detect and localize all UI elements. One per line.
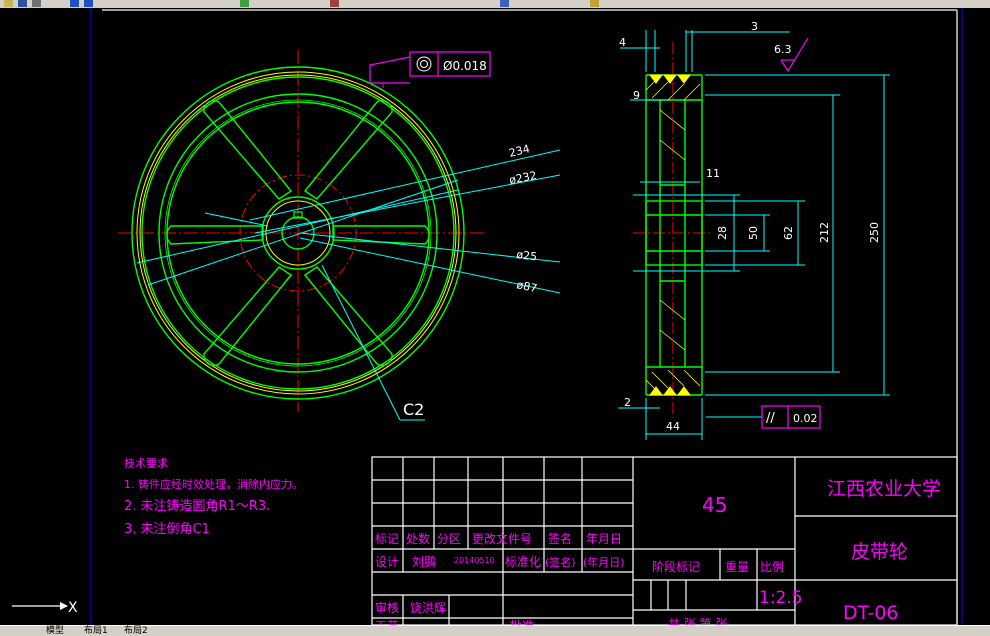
dim-2: 2 xyxy=(624,396,631,409)
tech-item-3: 3. 未注倒角C1 xyxy=(124,522,210,537)
dim-44: 44 xyxy=(666,420,680,433)
tb-header-count: 处数 xyxy=(406,531,430,546)
dim-11: 11 xyxy=(706,167,720,180)
print-icon[interactable] xyxy=(32,0,41,7)
tb-sheets: 共 张 第 张 xyxy=(668,617,727,625)
properties-icon[interactable] xyxy=(500,0,509,7)
parallelism-callout: // 0.02 xyxy=(761,405,821,429)
front-view: Ø0.018 234 ø232 ø25 ø87 C2 xyxy=(118,50,561,421)
tb-header-docno: 更改文件号 xyxy=(472,531,532,546)
side-view: 6.3 // 0.02 3 4 9 11 2 44 28 50 62 212 2… xyxy=(618,20,890,440)
concentricity-callout: Ø0.018 xyxy=(369,51,491,88)
layer-icon[interactable] xyxy=(590,0,599,7)
zoom-icon[interactable] xyxy=(330,0,339,7)
tb-header-date: 年月日 xyxy=(586,532,622,546)
dim-62: 62 xyxy=(782,226,795,240)
roughness-symbol: 6.3 xyxy=(774,37,809,73)
tb-header-mark: 标记 xyxy=(375,532,399,546)
open-icon[interactable] xyxy=(4,0,13,7)
chamfer-label: C2 xyxy=(403,400,424,419)
parallel-symbol: // xyxy=(766,411,775,426)
tab-layout1[interactable]: 布局1 xyxy=(84,626,108,636)
dim-25: ø25 xyxy=(516,248,538,263)
vertical-scrollbar[interactable] xyxy=(978,8,990,625)
layout-tabs: 模型 布局1 布局2 xyxy=(0,625,990,636)
cad-drawing: Ø0.018 234 ø232 ø25 ø87 C2 xyxy=(0,8,990,633)
tb-part-name: 皮带轮 xyxy=(851,541,908,563)
dim-3: 3 xyxy=(751,20,758,33)
dim-212: 212 xyxy=(818,222,831,243)
dim-4: 4 xyxy=(619,36,626,49)
tb-drawing-no: DT-06 xyxy=(843,602,899,624)
tb-reviewer: 饶洪辉 xyxy=(410,601,446,615)
tech-title: 技术要求 xyxy=(124,457,168,470)
ucs-icon: X xyxy=(12,600,78,616)
drawing-border xyxy=(90,8,963,625)
tb-review-label: 审核 xyxy=(375,600,399,615)
tb-date-placeholder: (年月日) xyxy=(583,555,625,569)
dim-9: 9 xyxy=(633,89,640,102)
tb-std-label: 标准化 xyxy=(505,555,541,569)
tolerance-value: Ø0.018 xyxy=(443,59,487,73)
tb-stage-label: 阶段标记 xyxy=(652,559,700,574)
dim-232: ø232 xyxy=(508,169,538,187)
tb-designer: 刘鹏 xyxy=(412,555,436,569)
roughness-value: 6.3 xyxy=(774,43,792,56)
tech-requirements: 技术要求 1. 铸件应经时效处理，消除内应力。 2. 未注铸造圆角R1～R3. … xyxy=(124,457,303,537)
parallel-value: 0.02 xyxy=(793,412,818,425)
tb-header-sign: 签名 xyxy=(548,531,572,546)
tech-item-1: 1. 铸件应经时效处理，消除内应力。 xyxy=(124,477,303,491)
tb-header-zone: 分区 xyxy=(437,532,461,546)
tb-scale: 1:2.5 xyxy=(759,588,803,608)
save-icon[interactable] xyxy=(18,0,27,7)
tb-sign-placeholder: (签名) xyxy=(545,555,576,569)
tb-material: 45 xyxy=(702,493,727,517)
tab-layout2[interactable]: 布局2 xyxy=(124,626,148,636)
dim-234: 234 xyxy=(508,142,532,160)
dim-250: 250 xyxy=(868,222,881,243)
dim-87: ø87 xyxy=(515,278,538,295)
tb-school: 江西农业大学 xyxy=(827,478,941,500)
tb-scale-label: 比例 xyxy=(760,560,784,574)
tb-designer-label: 设计 xyxy=(375,555,399,569)
tb-approve-label: 批准 xyxy=(510,618,534,625)
tab-model[interactable]: 模型 xyxy=(46,626,65,636)
tech-item-2: 2. 未注铸造圆角R1～R3. xyxy=(124,498,270,514)
dim-50: 50 xyxy=(747,226,760,240)
tb-weight-label: 重量 xyxy=(725,560,749,574)
undo-icon[interactable] xyxy=(70,0,79,7)
ucs-x-label: X xyxy=(68,600,78,616)
drawing-canvas[interactable]: Ø0.018 234 ø232 ø25 ø87 C2 xyxy=(0,8,990,633)
pan-icon[interactable] xyxy=(240,0,249,7)
dim-28: 28 xyxy=(716,226,729,240)
tb-date: 20140510 xyxy=(454,556,495,565)
redo-icon[interactable] xyxy=(84,0,93,7)
